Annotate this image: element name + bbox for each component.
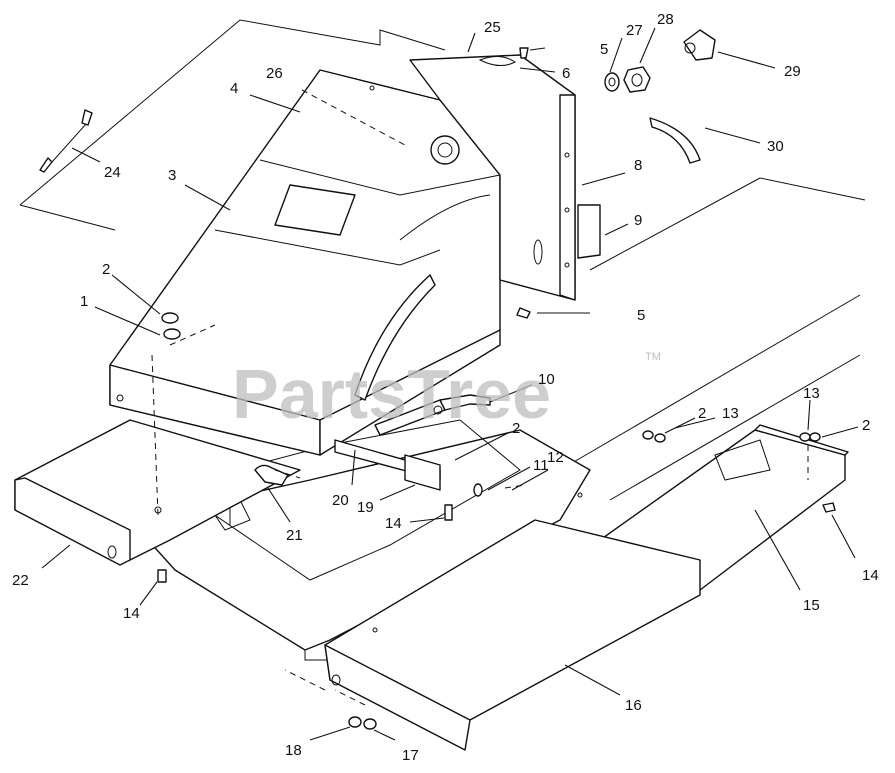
callout: 2: [698, 405, 706, 422]
part-3-console-cover: [109, 69, 501, 456]
callout: 20: [332, 492, 349, 509]
leader-lines: [41, 27, 859, 741]
part-30-decal: [649, 117, 701, 164]
callout: 5: [637, 307, 645, 324]
callout: 25: [484, 19, 501, 36]
callout: 18: [285, 742, 302, 759]
callout: 17: [402, 747, 419, 764]
parts-27-28-29-switch: [604, 29, 716, 93]
callout: 13: [803, 385, 820, 402]
part-9-bracket: [577, 204, 601, 259]
callout: 10: [538, 371, 555, 388]
callout: 22: [12, 572, 29, 589]
callout: 12: [547, 449, 564, 466]
part-24-cable: [39, 109, 93, 173]
callout: 1: [80, 293, 88, 310]
callout: 6: [562, 65, 570, 82]
callout: 19: [357, 499, 374, 516]
watermark: PartsTree: [232, 355, 551, 433]
part-16-right-footrest: [324, 492, 701, 751]
part-8-back-panel: [409, 54, 576, 301]
callout: 4: [230, 80, 238, 97]
callout: 14: [123, 605, 140, 622]
frame-outline: [19, 19, 866, 661]
callout: 14: [862, 567, 879, 584]
callout: 27: [626, 22, 643, 39]
callout: 26: [266, 65, 283, 82]
watermark-trademark: TM: [645, 351, 661, 363]
callouts: 1 2 2 2 2 3 4 5 5 6 8 9 10 11 12 13 13 1…: [12, 11, 879, 764]
part-10-lever: [254, 394, 491, 497]
callout: 21: [286, 527, 303, 544]
callout: 13: [722, 405, 739, 422]
callout: 29: [784, 63, 801, 80]
callout: 14: [385, 515, 402, 532]
callout: 28: [657, 11, 674, 28]
callout: 24: [104, 164, 121, 181]
dashed-guides: [151, 89, 809, 706]
callout: 5: [600, 41, 608, 58]
callout: 9: [634, 212, 642, 229]
callout: 2: [512, 420, 520, 437]
callout: 30: [767, 138, 784, 155]
callout: 16: [625, 697, 642, 714]
callout: 2: [102, 261, 110, 278]
callout: 2: [862, 417, 870, 434]
callout: 15: [803, 597, 820, 614]
callout: 8: [634, 157, 642, 174]
callout: 11: [533, 457, 549, 474]
hardware: [157, 47, 836, 730]
callout: 3: [168, 167, 176, 184]
